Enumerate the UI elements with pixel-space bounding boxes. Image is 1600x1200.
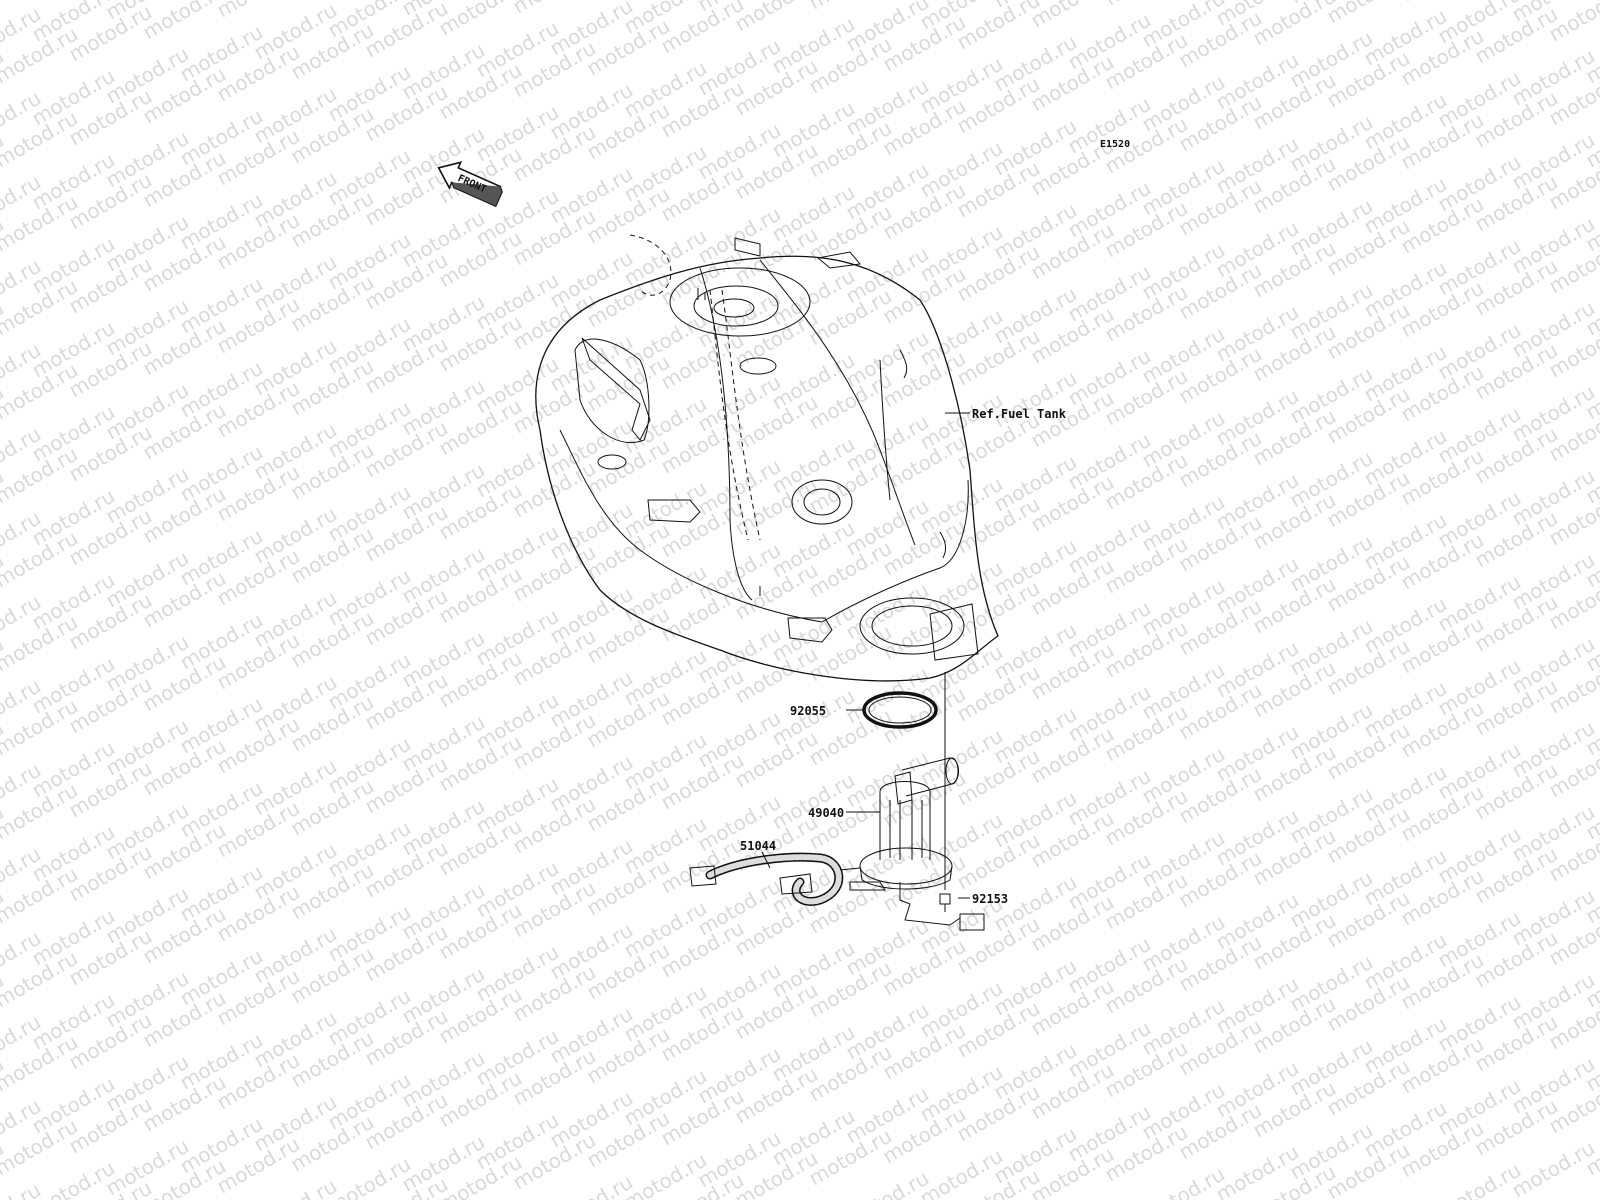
front-arrow-icon: FRONT: [437, 161, 503, 208]
watermark-text: motod.ru: [1323, 0, 1414, 28]
fuel-tank-label[interactable]: Ref.Fuel Tank: [972, 407, 1067, 421]
fuel-pump-part-number[interactable]: 49040: [808, 806, 844, 820]
watermark-text: motod.ru: [731, 0, 822, 36]
fuel-pump-drawing[interactable]: [839, 672, 985, 931]
watermark-text: motod.ru: [435, 0, 526, 40]
callout-lines: [761, 412, 970, 899]
gasket-part-number[interactable]: 92055: [790, 704, 826, 718]
bolt-part-number[interactable]: 92153: [972, 892, 1008, 906]
fuel-hose-drawing[interactable]: [689, 852, 844, 906]
fuel-tank-drawing[interactable]: [535, 234, 999, 682]
watermark-text: motod.ru: [1027, 0, 1118, 32]
bolt-drawing[interactable]: [939, 893, 951, 912]
diagram-code: E1520: [1100, 139, 1130, 150]
watermark-text: motod.ru: [1138, 1162, 1229, 1200]
fuel-hose-part-number[interactable]: 51044: [740, 839, 776, 853]
